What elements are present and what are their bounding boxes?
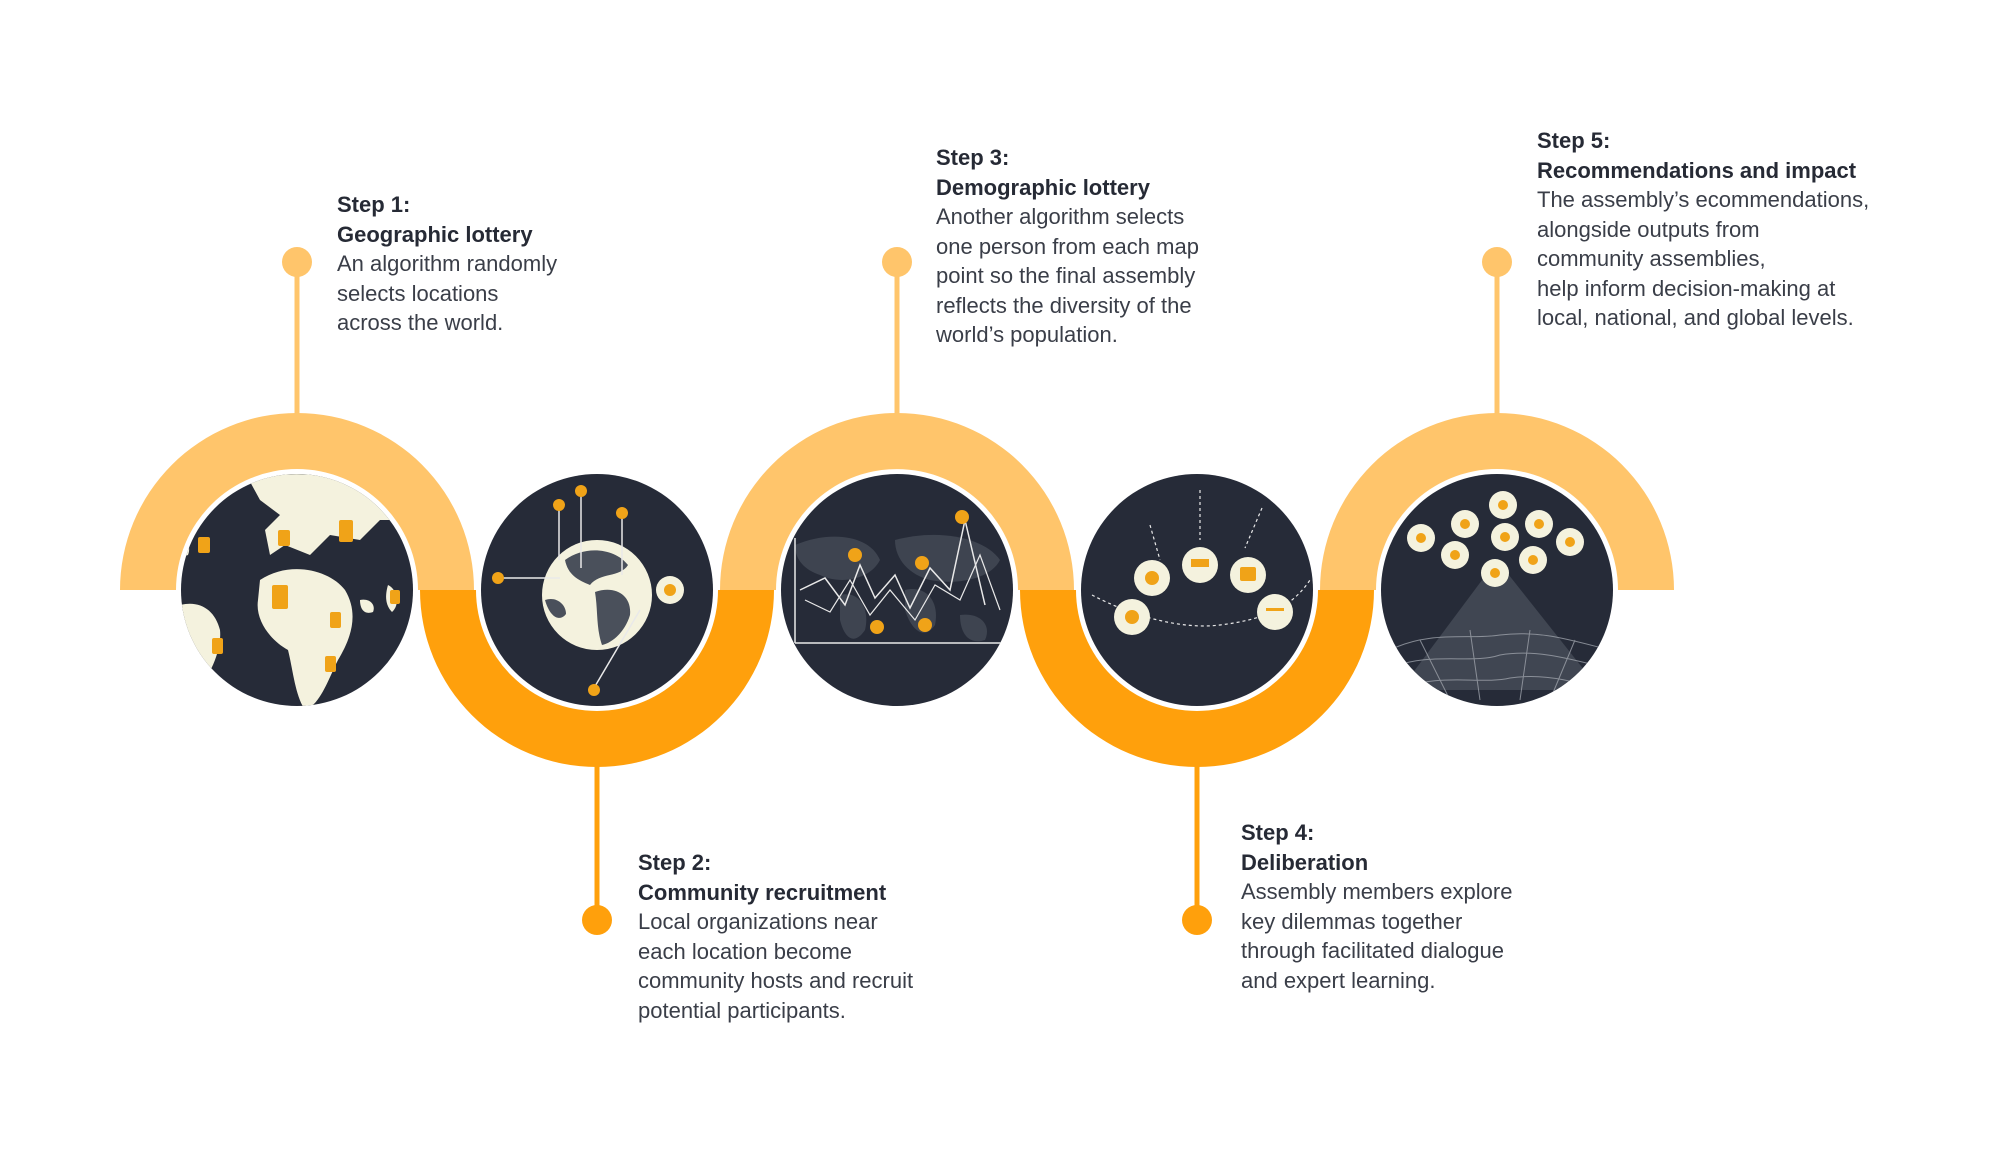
- connector-step-2: [582, 765, 612, 935]
- globe-with-location-tickets-icon: [181, 474, 413, 706]
- connector-step-5: [1482, 247, 1512, 415]
- arc-bottom-4: [1020, 590, 1374, 767]
- step-5-description: The assembly’s ecommendations, alongside…: [1537, 187, 1870, 330]
- connector-step-3: [882, 247, 912, 415]
- step-2-text: Step 2: Community recruitment Local orga…: [638, 848, 913, 1025]
- step-4-number: Step 4:: [1241, 820, 1315, 845]
- step-1-title: Geographic lottery: [337, 221, 533, 247]
- arc-top-3: [720, 413, 1074, 590]
- recommendations-network-globe-icon: [1381, 474, 1613, 706]
- step-1-number: Step 1:: [337, 192, 411, 217]
- world-map-with-person-network-icon: [781, 474, 1013, 706]
- step-1-description: An algorithm randomly selects locations …: [337, 251, 558, 335]
- step-2-number: Step 2:: [638, 850, 712, 875]
- connector-step-1: [282, 247, 312, 415]
- step-3-title: Demographic lottery: [936, 174, 1150, 200]
- step-3-text: Step 3: Demographic lottery Another algo…: [936, 143, 1199, 350]
- wave-band: [120, 413, 1674, 767]
- arc-top-1: [120, 413, 474, 590]
- arc-top-5: [1320, 413, 1674, 590]
- step-4-text: Step 4: Deliberation Assembly members ex…: [1241, 818, 1512, 995]
- deliberation-topics-icon: [1081, 474, 1313, 706]
- step-5-number: Step 5:: [1537, 128, 1611, 153]
- connector-step-4: [1182, 765, 1212, 935]
- step-5-text: Step 5: Recommendations and impact The a…: [1537, 126, 1869, 333]
- step-1-text: Step 1: Geographic lottery An algorithm …: [337, 190, 557, 338]
- globe-with-community-markers-icon: [481, 474, 713, 706]
- step-3-description: Another algorithm selects one person fro…: [936, 204, 1199, 347]
- step-3-number: Step 3:: [936, 145, 1010, 170]
- step-5-title: Recommendations and impact: [1537, 157, 1857, 183]
- step-4-title: Deliberation: [1241, 849, 1369, 875]
- step-4-description: Assembly members explore key dilemmas to…: [1241, 879, 1513, 993]
- arc-bottom-2: [420, 590, 774, 767]
- step-2-title: Community recruitment: [638, 879, 887, 905]
- step-2-description: Local organizations near each location b…: [638, 909, 914, 1023]
